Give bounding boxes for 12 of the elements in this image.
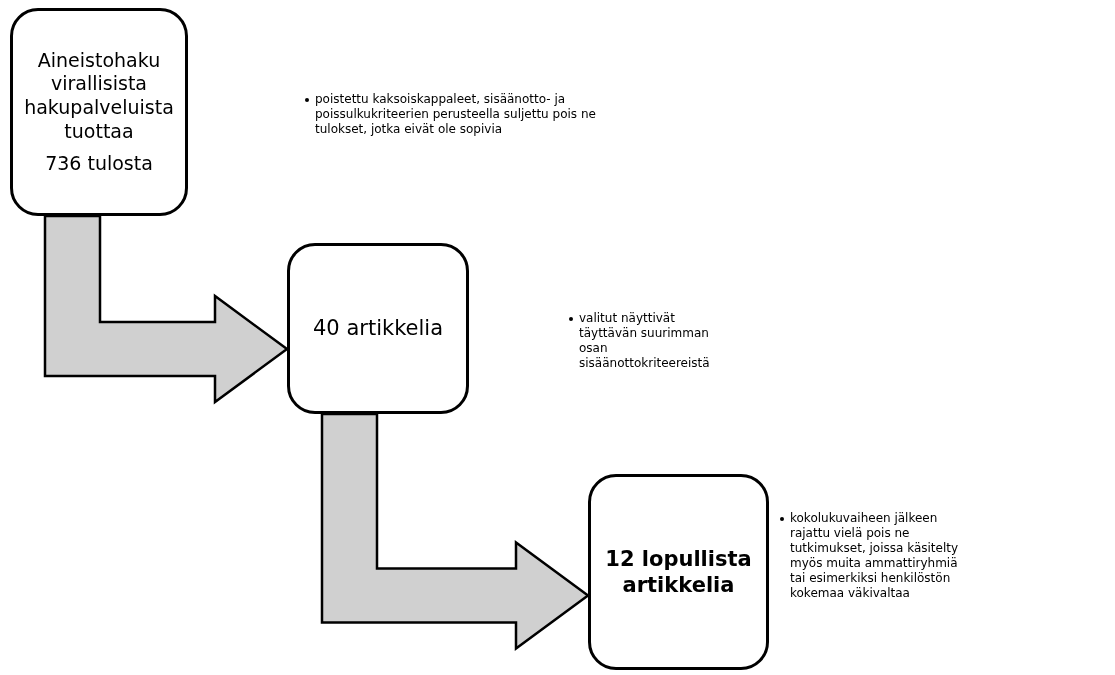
process-box (10, 8, 188, 216)
box-text: 12 lopullista artikkelia (604, 545, 753, 599)
block-arrow (43, 214, 290, 405)
bullet-note: kokolukuvaiheen jälkeen rajattu vielä pois ne tutkimukset, joissa käsitelty myös muita ammattiryhmiä tai esimerkiksi henkilöstön kokemaa väkivaltaa (790, 511, 960, 601)
box-text: Aineistohaku virallisista hakupalveluista tuottaa (23, 48, 175, 144)
bullet-note: valitut näyttivät täyttävän suurimman osan sisäänottokriteereistä (579, 311, 711, 371)
process-box (287, 243, 469, 414)
block-arrow (320, 412, 591, 651)
process-box (588, 474, 769, 670)
box-text: 40 artikkelia (313, 315, 443, 342)
box-text: 736 tulosta (45, 151, 153, 176)
bullet-note: poistettu kaksoiskappaleet, sisäänotto- ja poissulkukriteerien perusteella suljettu pois ne tulokset, jotka eivät ole sopivia (315, 92, 597, 137)
